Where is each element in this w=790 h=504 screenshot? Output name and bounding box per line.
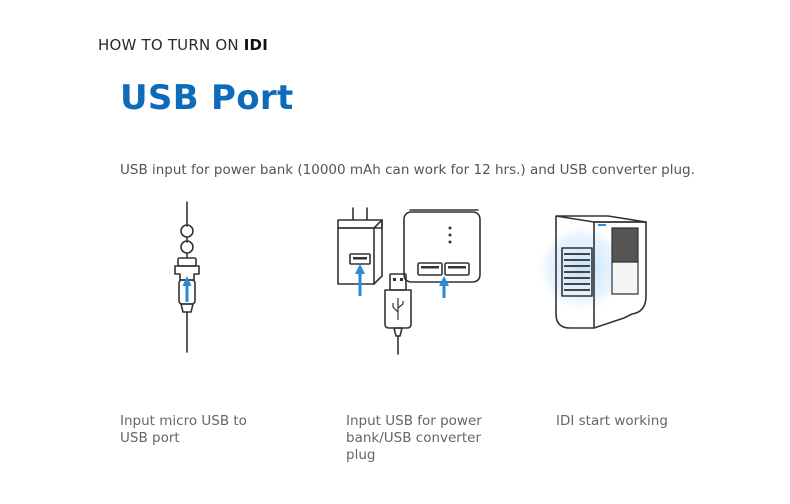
section-kicker: HOW TO TURN ON IDI xyxy=(98,36,268,54)
kicker-prefix: HOW TO TURN ON xyxy=(98,36,239,54)
micro-usb-cable-icon xyxy=(174,201,200,353)
step-3-caption: IDI start working xyxy=(556,413,668,429)
step-1-caption: Input micro USB to USB port xyxy=(120,413,247,446)
step-2-caption: Input USB for power bank/USB converter p… xyxy=(346,413,482,463)
usb-description: USB input for power bank (10000 mAh can … xyxy=(120,162,695,178)
kicker-brand: IDI xyxy=(243,36,268,54)
page-title: USB Port xyxy=(120,78,294,118)
idi-air-cooler-icon xyxy=(534,215,647,329)
usb-charger-and-power-bank-icon xyxy=(337,207,481,355)
